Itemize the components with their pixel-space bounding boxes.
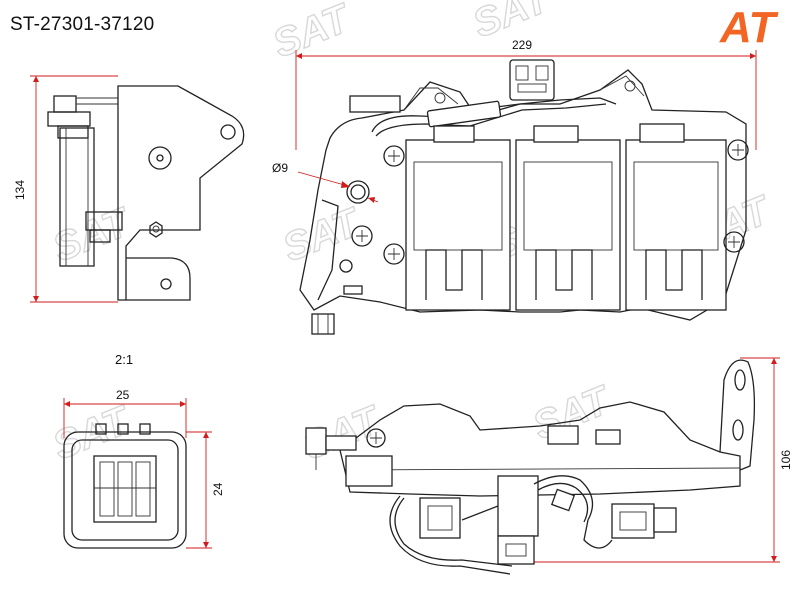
dimension-connector-height: 24	[211, 482, 225, 496]
scale-label: 2:1	[115, 352, 134, 367]
connector-detail: 25 24	[63, 388, 225, 549]
front-view: 106	[305, 357, 793, 575]
brand-logo-text: AT	[719, 4, 779, 46]
brand-logo: AT	[719, 4, 779, 46]
dimension-height-bottom: 106	[779, 450, 793, 470]
watermark: SAT	[277, 199, 368, 270]
side-view: 134	[13, 75, 245, 303]
part-number-title: ST-27301-37120	[10, 14, 155, 35]
top-view: 229	[272, 38, 757, 335]
dimension-connector-width: 25	[116, 388, 130, 402]
dimension-height-side: 134	[13, 180, 27, 200]
dimension-diameter: Ø9	[272, 161, 288, 175]
watermark: SAT	[47, 397, 138, 468]
dimension-width-top: 229	[512, 38, 532, 52]
screw-heads	[351, 139, 749, 265]
